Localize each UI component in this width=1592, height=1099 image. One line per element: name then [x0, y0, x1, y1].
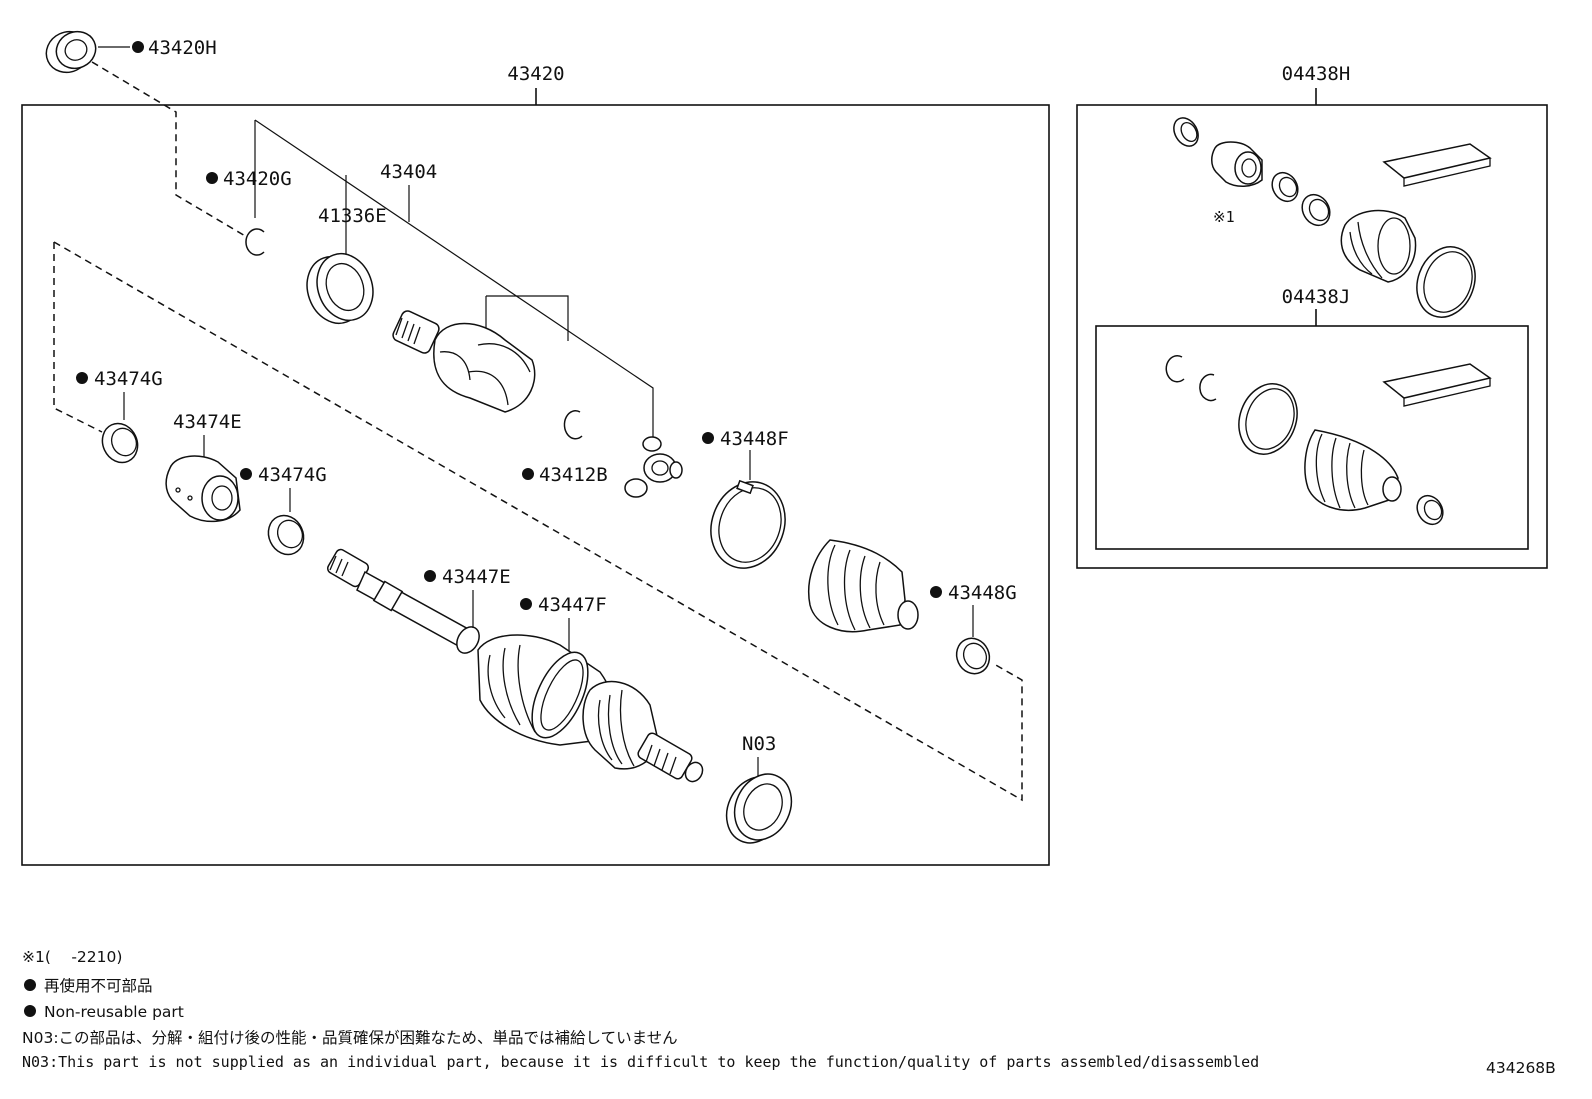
label-43420G: 43420G [223, 168, 292, 190]
subkit-band-large [1238, 383, 1298, 455]
clip-43412B [563, 410, 583, 440]
note-non-reusable-en: Non-reusable part [44, 1003, 184, 1021]
label-43447E: 43447E [442, 566, 511, 588]
outboard-joint [477, 634, 704, 783]
snap-ring-43420G [245, 228, 265, 256]
seal-43420H [45, 30, 97, 74]
note-N03-jp: N03:この部品は、分解・組付け後の性能・品質確保が困難なため、単品では補給して… [22, 1029, 678, 1047]
label-boot-kit: 04438H [1282, 63, 1351, 85]
label-N03: N03 [742, 733, 776, 755]
note-non-reusable-jp: 再使用不可部品 [44, 977, 153, 995]
tripod-spider [624, 436, 683, 498]
kit-band-large [1416, 246, 1476, 318]
kit-boot [1340, 209, 1417, 283]
label-43474G-b: 43474G [258, 464, 327, 486]
note-ref-1: ※1( -2210) [22, 948, 122, 966]
label-43448G: 43448G [948, 582, 1017, 604]
band-43474G-b [267, 514, 305, 556]
label-ref-1: ※1 [1213, 208, 1235, 226]
drive-shaft [326, 548, 480, 654]
label-43448F: 43448F [720, 428, 789, 450]
kit-grease-pack [1382, 143, 1492, 187]
label-43412B: 43412B [539, 464, 608, 486]
label-43404: 43404 [380, 161, 437, 183]
band-43448G [955, 637, 991, 675]
seal-41336E [306, 252, 374, 325]
non-reusable-dot [132, 41, 144, 53]
label-boot-kit-sub: 04438J [1282, 286, 1351, 308]
label-43447F: 43447F [538, 594, 607, 616]
subkit-boot [1304, 429, 1402, 512]
damper-43474E [165, 455, 241, 523]
label-43474E: 43474E [173, 411, 242, 433]
boot-kit-frame [1076, 104, 1548, 569]
inboard-boot [808, 539, 919, 633]
label-main-assembly: 43420 [507, 63, 564, 85]
kit-band-2 [1271, 171, 1299, 203]
label-43474G-a: 43474G [94, 368, 163, 390]
subkit-band-small [1416, 494, 1444, 526]
note-N03-en: N03:This part is not supplied as an indi… [22, 1053, 1259, 1071]
label-41336E: 41336E [318, 205, 387, 227]
band-43474G-a [101, 422, 139, 464]
kit-band-small [1173, 117, 1199, 147]
subkit-clip [1199, 373, 1217, 402]
seal-N03 [725, 773, 793, 844]
kit-damper [1211, 141, 1263, 187]
boot-band-43448F [710, 479, 786, 569]
label-43420H: 43420H [148, 37, 217, 59]
subkit-snap-ring [1165, 354, 1185, 383]
boot-kit-sub-frame [1095, 325, 1529, 550]
subkit-grease-pack [1382, 363, 1492, 407]
inboard-joint-housing [392, 310, 536, 413]
kit-band-3 [1301, 193, 1331, 227]
diagram-id: 434268B [1486, 1059, 1556, 1077]
